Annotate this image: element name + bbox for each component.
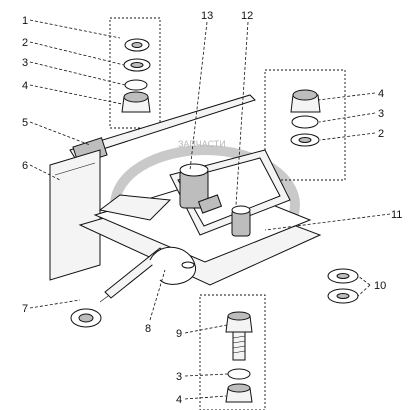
spring-clip [149, 246, 196, 285]
callout-8: 8 [145, 323, 151, 335]
bottom-washer [227, 368, 251, 380]
callout-11: 11 [391, 209, 402, 221]
left-washer-3 [124, 79, 148, 91]
bottom-hardware-box [199, 294, 266, 410]
callout-10: 10 [374, 280, 386, 292]
callout-2-right: 2 [378, 128, 384, 140]
callout-1: 1 [22, 15, 28, 27]
callout-9: 9 [176, 328, 182, 340]
callout-2: 2 [22, 37, 28, 49]
right-washer-1 [291, 115, 319, 129]
leader-lines [29, 19, 391, 400]
left-fastener-stack [121, 38, 151, 113]
hinge-bracket [169, 149, 291, 237]
callout-12: 12 [241, 10, 253, 22]
callout-5: 5 [22, 117, 28, 129]
right-fastener-stack [290, 89, 321, 147]
bottom-bolt-stack [225, 311, 253, 403]
callout-4: 4 [22, 80, 28, 92]
callout-3-right: 3 [378, 108, 384, 120]
callout-3: 3 [22, 57, 28, 69]
mounting-plate [49, 149, 101, 281]
callout-7: 7 [22, 303, 28, 315]
callout-3-bottom: 3 [176, 371, 182, 383]
left-hardware-box [109, 17, 161, 129]
callout-4-bottom: 4 [176, 394, 182, 406]
right-hardware-box [264, 69, 346, 181]
callout-4-right: 4 [378, 88, 384, 100]
callout-13: 13 [201, 10, 213, 22]
callout-labels: 1 2 3 4 5 6 7 8 9 10 11 12 13 4 3 2 3 4 [22, 10, 402, 406]
watermark-text: ЗАПЧАСТИ [178, 139, 226, 149]
callout-6: 6 [22, 160, 28, 172]
washer-pair [327, 268, 359, 304]
